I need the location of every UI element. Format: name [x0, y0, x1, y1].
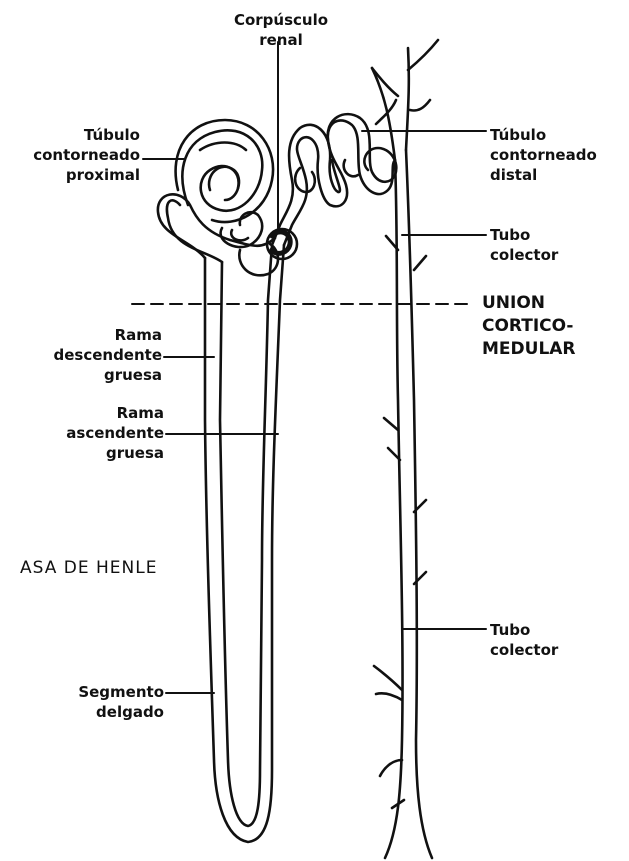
- label-rama-descendente: Rama descendente gruesa: [0, 325, 162, 385]
- henle-loop-inner: [220, 245, 272, 826]
- henle-loop-outer: [205, 245, 284, 842]
- label-tubo-colector-2: Tubo colector: [490, 620, 600, 660]
- label-asa-de-henle: ASA DE HENLE: [20, 558, 210, 578]
- label-segmento-delgado: Segmento delgado: [0, 682, 164, 722]
- distal-tubule: [328, 114, 397, 182]
- label-rama-ascendente: Rama ascendente gruesa: [0, 403, 164, 463]
- label-tubo-colector-1: Tubo colector: [490, 225, 600, 265]
- label-tubulo-proximal: Túbulo contorneado proximal: [0, 125, 140, 185]
- proximal-tubule: [158, 194, 275, 258]
- label-corpusculo-renal: Corpúsculo renal: [216, 10, 346, 50]
- collecting-duct-right: [406, 150, 432, 858]
- label-union-cortico-medular: UNION CORTICO- MEDULAR: [482, 292, 622, 361]
- collecting-duct-left: [385, 160, 403, 858]
- label-tubulo-distal: Túbulo contorneado distal: [490, 125, 628, 185]
